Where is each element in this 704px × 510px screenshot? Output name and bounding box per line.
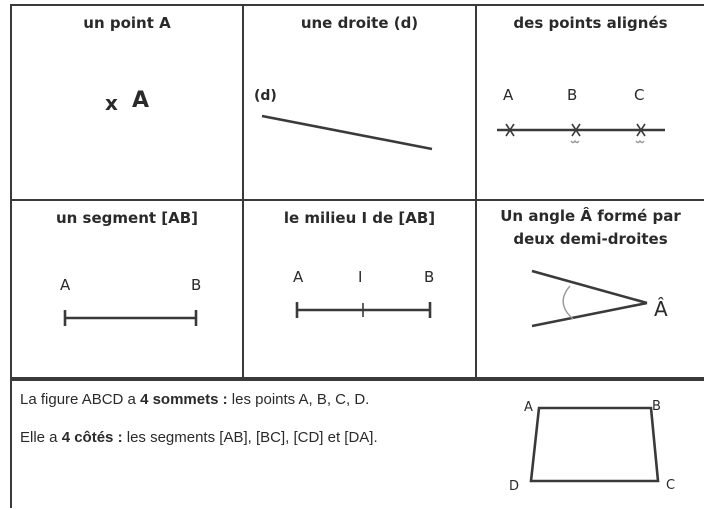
half-line-upper <box>531 269 648 305</box>
quadrilateral-figure <box>529 406 660 483</box>
cell-angle: Un angle Â formé par deux demi-droites Â <box>475 199 704 379</box>
cell-title-line2: deux demi-droites <box>513 230 668 248</box>
cell-title: un point A <box>83 14 171 32</box>
quadrilateral-abcd <box>529 406 660 483</box>
cell-point: un point A x A <box>10 4 242 199</box>
half-line-lower <box>531 301 648 328</box>
aligned-point-c <box>635 123 646 144</box>
segment-label-a: A <box>60 276 71 294</box>
cell-aligned: des points alignés A B C <box>475 4 704 199</box>
angle-figure <box>531 269 648 328</box>
midpoint-figure <box>295 302 432 318</box>
sides-sentence: Elle a 4 côtés : les segments [AB], [BC]… <box>20 429 378 446</box>
angle-arc <box>562 285 574 320</box>
cell-title-line1: Un angle Â formé par <box>500 207 681 225</box>
aligned-figure <box>497 123 665 144</box>
vertex-label-c: C <box>666 478 676 493</box>
aligned-point-b <box>570 123 581 144</box>
midpoint-label-i: I <box>358 268 363 286</box>
aligned-label-a: A <box>503 86 514 104</box>
segment-label-b: B <box>191 276 202 294</box>
line-d <box>261 114 433 151</box>
aligned-point-a <box>505 123 515 137</box>
midpoint-label-b: B <box>424 268 435 286</box>
line-figure <box>261 114 433 151</box>
vertices-sentence: La figure ABCD a 4 sommets : les points … <box>20 391 370 408</box>
vertex-label-a: A <box>524 400 533 415</box>
cell-line: une droite (d) (d) <box>242 4 475 199</box>
cell-quadrilateral: La figure ABCD a 4 sommets : les points … <box>10 379 704 508</box>
angle-label: Â <box>654 297 668 321</box>
definitions-table: un point A x A une droite (d) (d) des po… <box>10 4 704 508</box>
cell-segment: un segment [AB] A B <box>10 199 242 379</box>
point-mark: x <box>105 91 118 115</box>
midpoint-label-a: A <box>293 268 304 286</box>
point-label: A <box>132 88 150 113</box>
vertex-label-d: D <box>509 479 520 494</box>
cell-title: des points alignés <box>513 14 668 32</box>
cell-title: le milieu I de [AB] <box>283 209 436 227</box>
cell-midpoint: le milieu I de [AB] A I B <box>242 199 475 379</box>
aligned-label-c: C <box>634 86 645 104</box>
cell-title: une droite (d) <box>300 14 419 32</box>
vertex-label-b: B <box>652 399 661 414</box>
line-label: (d) <box>254 88 277 104</box>
cell-title: un segment [AB] <box>55 209 199 227</box>
segment-figure <box>63 310 198 326</box>
aligned-label-b: B <box>567 86 578 104</box>
